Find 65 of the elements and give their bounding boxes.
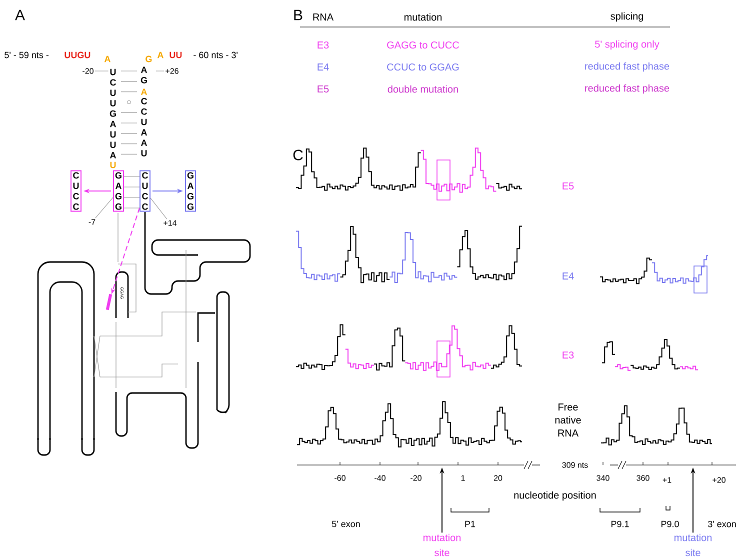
tick-label: 20 <box>494 475 502 481</box>
sequence-text: A <box>157 52 164 58</box>
table-header: splicing <box>610 12 644 22</box>
base-box: G A G G <box>113 170 124 212</box>
base-box: C U C C <box>70 170 82 212</box>
table-text: 5' splicing only <box>595 40 660 50</box>
leader-line <box>94 70 109 72</box>
table-text: reduced fast phase <box>585 84 670 94</box>
table-text: E5 <box>318 86 329 92</box>
axis-break-label: 309 nts <box>562 462 588 468</box>
position-label: +14 <box>164 220 177 226</box>
position-label: -20 <box>82 68 94 74</box>
table-text: GAGG to CUCC <box>387 41 459 49</box>
sequence-text: - 60 nts - 3' <box>194 52 238 58</box>
leader-line <box>124 197 140 198</box>
region-label: P1 <box>465 520 476 528</box>
leader-line <box>124 186 140 188</box>
sequence-text: G <box>146 56 152 62</box>
base-box: C U C C <box>140 170 150 212</box>
table-text: E3 <box>318 41 329 49</box>
sequence-text: UUGU <box>64 52 90 58</box>
trace-label: Free native RNA <box>555 404 581 436</box>
tick-label: +1 <box>662 477 672 483</box>
base-letters: A G <box>140 66 147 84</box>
table-header: RNA <box>313 14 334 20</box>
leader-line <box>150 198 168 220</box>
region-label: 5' exon <box>332 520 360 528</box>
base-box: G A G G <box>185 170 196 212</box>
base-letter: U <box>110 162 116 168</box>
leader-line <box>95 197 114 218</box>
tick-label: -60 <box>334 475 346 481</box>
mutation-site-label: mutation site <box>423 534 461 556</box>
base-letter: A <box>140 88 147 95</box>
sequence-text: A <box>104 56 110 62</box>
panel-letter: A <box>15 10 25 20</box>
region-label: P9.1 <box>611 520 629 528</box>
table-header: mutation <box>404 13 442 21</box>
tick-label: -40 <box>374 475 386 481</box>
tick-label: 360 <box>636 475 650 481</box>
base-letters: C C U A A U <box>140 98 147 156</box>
axis-title: nucleotide position <box>514 491 596 501</box>
trace-label: E3 <box>562 351 574 359</box>
table-text: double mutation <box>388 85 458 93</box>
table-text: CCUC to GGAG <box>387 63 459 71</box>
sequence-text: UU <box>170 52 182 58</box>
leader-line <box>124 176 140 177</box>
trace-label: E5 <box>562 182 574 190</box>
mutation-site-label: mutation site <box>674 534 712 556</box>
position-label: -7 <box>88 219 96 225</box>
base-letters: U C U U G A U U A <box>110 68 116 158</box>
tick-label: -20 <box>410 475 422 481</box>
leader-line <box>156 70 164 72</box>
tick-label: +20 <box>712 477 726 483</box>
trace-label: E4 <box>562 272 574 280</box>
tick-label: 340 <box>596 475 610 481</box>
region-label: 3' exon <box>708 520 736 528</box>
table-text: E4 <box>318 64 329 70</box>
panel-letter: B <box>294 10 302 20</box>
tick-label: 1 <box>461 475 465 481</box>
position-label: +26 <box>166 68 178 74</box>
highlight-bar <box>106 294 112 310</box>
sequence-text: 5' - 59 nts - <box>4 52 49 58</box>
region-label: P9.0 <box>661 520 679 528</box>
table-text: reduced fast phase <box>585 62 670 72</box>
panel-letter: C <box>293 150 303 160</box>
